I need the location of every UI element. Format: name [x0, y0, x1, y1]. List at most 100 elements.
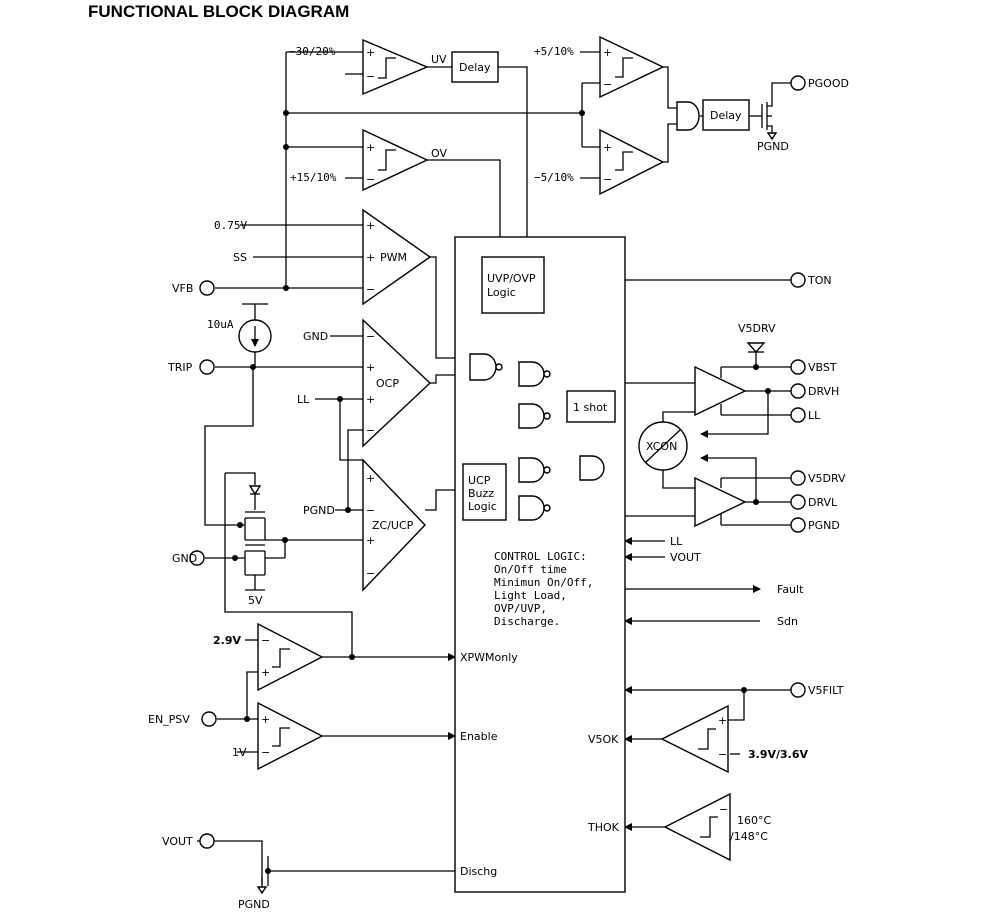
delay-box-pgood: Delay [702, 99, 750, 131]
svg-text:+: + [261, 666, 270, 679]
ocp-label: OCP [376, 377, 399, 390]
drvl-pin-label: DRVL [808, 496, 838, 509]
svg-text:CONTROL LOGIC:: CONTROL LOGIC: [494, 550, 587, 563]
ucp-buzz-logic-box: UCP Buzz Logic [462, 463, 507, 521]
svg-text:+: + [718, 714, 727, 727]
ss-label: SS [233, 251, 247, 264]
gnd-ocp-label: GND [303, 330, 328, 343]
pg-low-comparator: + − [599, 128, 665, 196]
low-side-driver [694, 476, 747, 528]
svg-text:Delay: Delay [459, 61, 491, 74]
ov-label: OV [431, 147, 447, 160]
ll-pin-label: LL [808, 409, 821, 422]
svg-text:+: + [261, 713, 270, 726]
one-shot-box: 1 shot [566, 390, 616, 423]
drvh-pin-label: DRVH [808, 385, 839, 398]
pg-high-label: +5/10% [534, 45, 574, 58]
svg-text:+: + [366, 251, 375, 264]
svg-text:−: − [366, 330, 375, 343]
dischg-label: Dischg [460, 865, 497, 878]
svg-text:+: + [603, 141, 612, 154]
vbst-pin-label: VBST [808, 361, 837, 374]
svg-text:−: − [366, 504, 375, 517]
thok-comparator: − [663, 792, 731, 862]
i10ua-label: 10uA [207, 318, 234, 331]
svg-text:Buzz: Buzz [468, 487, 494, 500]
svg-text:UCP: UCP [468, 474, 491, 487]
latch-nand-4 [518, 495, 551, 521]
vout-pin-label: VOUT [162, 835, 193, 848]
pwm-ocp-nand [469, 353, 503, 381]
svg-text:−: − [366, 70, 375, 83]
diagram-title: FUNCTIONAL BLOCK DIAGRAM [88, 2, 349, 21]
clamp-network [224, 472, 286, 591]
uvp-ovp-logic-box: UVP/OVP Logic [481, 256, 545, 314]
ll-in-label: LL [670, 535, 683, 548]
svg-text:OVP/UVP,: OVP/UVP, [494, 602, 547, 615]
enable-comparator: + − [257, 701, 324, 771]
pgnd-top-label: PGND [757, 140, 789, 153]
zcucp-comparator: + − + − ZC/UCP [362, 458, 426, 592]
pgood-pin-label: PGOOD [808, 77, 849, 90]
pgnd-right-pin-label: PGND [808, 519, 840, 532]
psv-comparator: − + [257, 622, 324, 692]
vout-in-label: VOUT [670, 551, 701, 564]
v5ok-comparator: + − [660, 704, 729, 774]
v1-label: 1V [232, 746, 247, 759]
svg-text:XCON: XCON [646, 440, 677, 453]
svg-text:+: + [366, 472, 375, 485]
svg-text:+: + [366, 219, 375, 232]
svg-text:Delay: Delay [710, 109, 742, 122]
xcon-block: XCON [638, 421, 688, 471]
svg-text:Minimun On/Off,: Minimun On/Off, [494, 576, 593, 589]
pwm-comparator: + + − PWM [362, 208, 432, 306]
svg-text:−: − [366, 283, 375, 296]
latch-nand-1 [518, 361, 551, 387]
svg-text:+: + [366, 534, 375, 547]
svg-text:−: − [261, 634, 270, 647]
svg-text:−: − [366, 567, 375, 580]
uv-threshold-label: −30/20% [289, 45, 336, 58]
control-logic-block [454, 236, 626, 893]
pwm-label: PWM [380, 251, 407, 264]
five-v-label: 5V [248, 594, 263, 607]
ll-ocp-label: LL [297, 393, 310, 406]
svg-text:−: − [719, 803, 728, 816]
svg-text:−: − [366, 424, 375, 437]
svg-text:−: − [261, 746, 270, 759]
v5drv-diode [746, 342, 766, 354]
svg-text:Logic: Logic [468, 500, 497, 513]
pg-low-label: −5/10% [534, 171, 574, 184]
v39-label: 3.9V/3.6V [748, 748, 809, 761]
trip-pin-label: TRIP [167, 361, 193, 374]
svg-text:Logic: Logic [487, 286, 516, 299]
pgnd-bottom-label: PGND [238, 898, 270, 911]
pg-and-gate [676, 101, 700, 131]
xpwmonly-label: XPWMonly [460, 651, 518, 664]
svg-text:−: − [366, 173, 375, 186]
t148-label: /148°C [730, 830, 768, 843]
svg-text:−: − [718, 748, 727, 761]
control-logic-text: CONTROL LOGIC: On/Off time Minimun On/Of… [494, 550, 593, 628]
v075-label: 0.75V [214, 219, 247, 232]
ton-pin-label: TON [807, 274, 832, 287]
en-psv-pin-label: EN_PSV [148, 713, 190, 726]
ov-threshold-label: +15/10% [290, 171, 337, 184]
enable-label: Enable [460, 730, 498, 743]
v5drv-top-label: V5DRV [738, 322, 776, 335]
svg-text:+: + [366, 46, 375, 59]
gnd-pin-label: GND [172, 552, 197, 565]
svg-text:−: − [603, 78, 612, 91]
uv-comparator: + − [362, 38, 429, 96]
ov-comparator: + − [362, 128, 429, 192]
pgnd-zc-label: PGND [303, 504, 335, 517]
svg-text:1 shot: 1 shot [573, 401, 608, 414]
svg-text:Discharge.: Discharge. [494, 615, 560, 628]
sdn-label: Sdn [777, 615, 798, 628]
labels: −30/20% +15/10% +5/10% −5/10% UV OV PGOO… [148, 45, 849, 911]
zcucp-label: ZC/UCP [372, 519, 414, 532]
pg-high-comparator: + − [599, 35, 665, 99]
fault-label: Fault [777, 583, 804, 596]
delay-box-uv: Delay [451, 51, 499, 83]
